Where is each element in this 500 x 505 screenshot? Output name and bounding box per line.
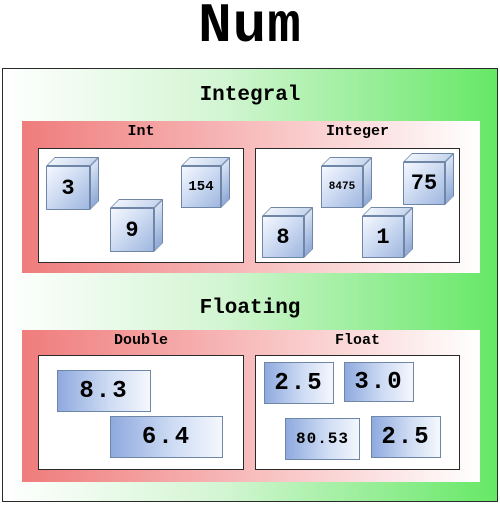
integral-title: Integral xyxy=(199,84,301,107)
integer-title: Integer xyxy=(325,123,389,140)
double-value-box: 8.3 xyxy=(57,370,151,412)
diagram-title: Num xyxy=(198,0,302,58)
double-value-box: 6.4 xyxy=(110,416,223,458)
floating-title: Floating xyxy=(199,297,301,320)
float-value-box: 2.5 xyxy=(371,416,441,458)
float-value-box: 3.0 xyxy=(344,362,414,402)
double-title: Double xyxy=(113,332,168,349)
float-title: Float xyxy=(334,332,380,349)
float-value-box: 2.5 xyxy=(264,362,334,404)
int-title: Int xyxy=(127,123,155,140)
float-value-box: 80.53 xyxy=(285,418,360,460)
